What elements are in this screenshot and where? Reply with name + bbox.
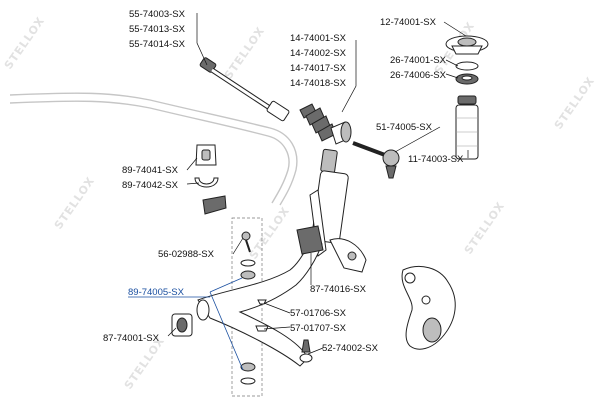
label-89-74041[interactable]: 89-74041-SX [122,165,179,176]
bump-stop-boot [455,95,479,160]
strut-assembly [309,148,367,273]
label-14-74001[interactable]: 14-74001-SX [290,33,347,44]
inner-tie-rod [199,57,290,122]
watermark-text: STELLOX [2,14,48,71]
part-labels: 55-74003-SX 55-74013-SX 55-74014-SX 14-7… [103,9,464,354]
label-87-74016[interactable]: 87-74016-SX [310,284,367,295]
label-14-74018[interactable]: 14-74018-SX [290,78,347,89]
watermark-text: STELLOX [247,204,293,261]
stabilizer-bushing [194,144,227,215]
rear-arm-bushing [171,313,193,337]
steering-boot [299,103,352,145]
strut-top-mount [445,35,489,55]
label-26-74006[interactable]: 26-74006-SX [390,70,447,81]
label-12-74001[interactable]: 12-74001-SX [380,17,437,28]
label-55-74013[interactable]: 55-74013-SX [129,24,186,35]
label-87-74001[interactable]: 87-74001-SX [103,333,160,344]
watermark-text: STELLOX [462,199,508,256]
watermark-text: STELLOX [52,174,98,231]
label-14-74002[interactable]: 14-74002-SX [290,48,347,59]
label-52-74002[interactable]: 52-74002-SX [322,343,379,354]
label-89-74042[interactable]: 89-74042-SX [122,180,179,191]
stabilizer-link [231,217,263,397]
label-26-74001[interactable]: 26-74001-SX [390,55,447,66]
steering-knuckle [401,266,456,350]
label-55-74003[interactable]: 55-74003-SX [129,9,186,20]
label-57-01706[interactable]: 57-01706-SX [290,308,347,319]
label-89-74005[interactable]: 89-74005-SX [128,287,185,298]
label-56-02988[interactable]: 56-02988-SX [158,249,215,260]
tie-rod-end [352,141,400,179]
label-11-74003[interactable]: 11-74003-SX [408,154,464,165]
label-51-74005[interactable]: 51-74005-SX [376,122,433,133]
label-14-74017[interactable]: 14-74017-SX [290,63,347,74]
watermark-text: STELLOX [222,24,268,81]
label-55-74014[interactable]: 55-74014-SX [129,39,186,50]
leader-lines [167,13,469,371]
watermark-text: STELLOX [552,74,598,131]
strut-bearing [455,61,479,85]
stabilizer-bar-outline [9,92,298,206]
lower-control-arm [196,225,324,367]
label-57-01707[interactable]: 57-01707-SX [290,323,347,334]
